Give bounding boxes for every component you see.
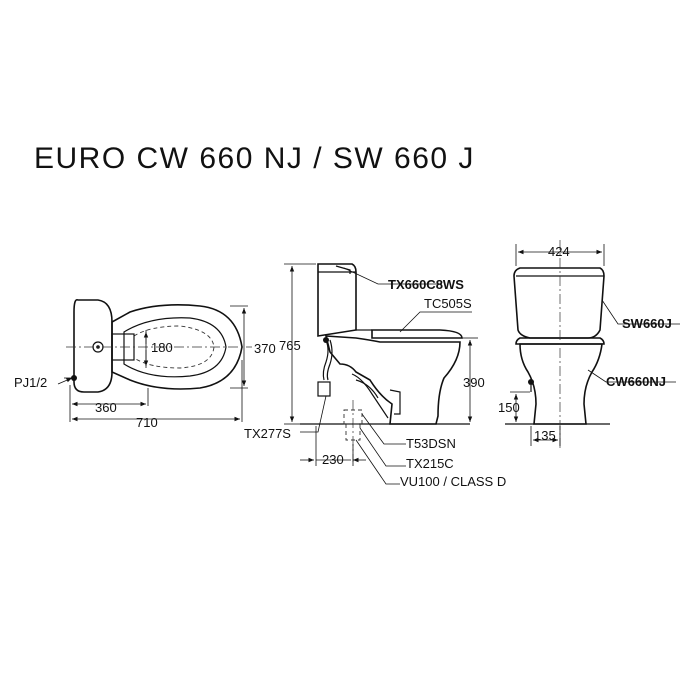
plan-dim-360: 360 bbox=[95, 400, 117, 415]
side-dim-230: 230 bbox=[322, 452, 344, 467]
side-dim-390: 390 bbox=[463, 375, 485, 390]
front-dim-424: 424 bbox=[548, 244, 570, 259]
front-tank bbox=[513, 267, 605, 339]
plan-dim-710: 710 bbox=[136, 415, 158, 430]
side-bowl bbox=[324, 335, 461, 425]
side-label-t53dsn: T53DSN bbox=[406, 436, 456, 451]
plan-seat-inner bbox=[123, 317, 227, 378]
side-label-tx215c: TX215C bbox=[406, 456, 454, 471]
plan-tank-outline bbox=[73, 298, 113, 393]
plan-dim-180: 180 bbox=[151, 340, 173, 355]
front-dim-135: 135 bbox=[534, 428, 556, 443]
plan-rim-dashed bbox=[133, 325, 215, 369]
side-dim-765: 765 bbox=[279, 338, 301, 353]
plan-label-pj: PJ1/2 bbox=[14, 375, 47, 390]
plan-view: 370 180 360 710 PJ1/2 bbox=[14, 298, 276, 430]
drawing-title: EURO CW 660 NJ / SW 660 J bbox=[34, 142, 475, 175]
side-label-tc505s: TC505S bbox=[424, 296, 472, 311]
side-view: 765 390 230 TX660C8WS TC505S TX277S T53D… bbox=[244, 263, 506, 489]
side-seat bbox=[371, 329, 463, 339]
side-tank bbox=[317, 263, 357, 337]
plan-dim-370: 370 bbox=[254, 341, 276, 356]
front-dim-150: 150 bbox=[498, 400, 520, 415]
front-seat bbox=[515, 337, 605, 345]
front-view: 424 150 135 SW660J CW660NJ bbox=[498, 240, 680, 450]
side-label-vu100: VU100 / CLASS D bbox=[400, 474, 506, 489]
front-label-cw660nj: CW660NJ bbox=[606, 374, 666, 389]
side-stop-valve bbox=[317, 381, 331, 397]
side-label-tx660c8ws: TX660C8WS bbox=[388, 277, 464, 292]
side-label-tx277s: TX277S bbox=[244, 426, 291, 441]
side-supply-hose bbox=[322, 339, 329, 381]
front-label-sw660j: SW660J bbox=[622, 316, 672, 331]
